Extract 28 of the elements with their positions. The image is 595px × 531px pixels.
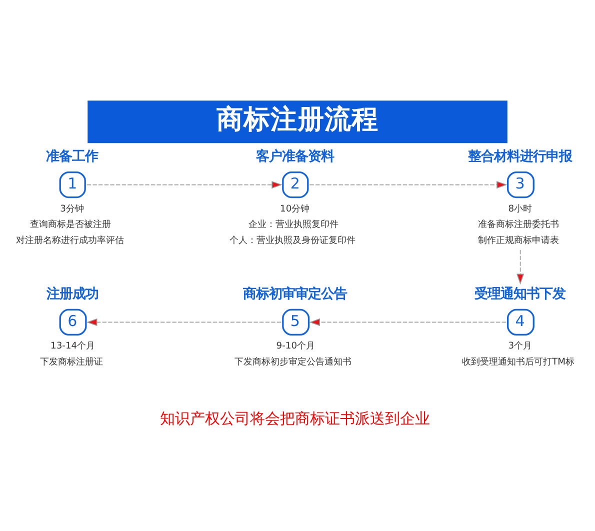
node-label: 受理通知书下发 xyxy=(474,286,566,302)
arrow xyxy=(86,180,283,188)
node-label: 商标初审审定公告 xyxy=(242,286,347,302)
node-label: 制作正规商标申请表 xyxy=(478,234,560,246)
node-label: 查询商标是否被注册 xyxy=(30,218,112,230)
node-label: 10分钟 xyxy=(280,202,310,214)
arrow xyxy=(86,318,282,326)
node-label: 客户准备资料 xyxy=(256,148,334,164)
node-label: 个人：营业执照及身份证复印件 xyxy=(230,234,356,246)
node-label: 8小时 xyxy=(508,202,532,214)
node-label: 准备工作 xyxy=(46,148,98,164)
node-label: 3分钟 xyxy=(60,202,84,214)
node-label: 注册成功 xyxy=(46,286,98,302)
node-label: 企业：营业执照复印件 xyxy=(248,218,338,230)
node-label: 整合材料进行申报 xyxy=(468,148,572,164)
arrow xyxy=(309,180,508,188)
node-label: 3个月 xyxy=(508,340,532,352)
node-label: 9-10个月 xyxy=(276,340,316,352)
node-label: 准备商标注册委托书 xyxy=(478,218,560,230)
node-label: 对注册名称进行成功率评估 xyxy=(16,234,124,246)
node-label: 收到受理通知书后可打TM标 xyxy=(462,356,575,368)
node-label: 13-14个月 xyxy=(50,340,96,352)
node-label: 下发商标注册证 xyxy=(40,356,104,368)
arrow xyxy=(516,249,524,284)
node-label: 下发商标初步审定公告通知书 xyxy=(234,356,352,368)
diagram-title: 商标注册流程 xyxy=(216,104,379,135)
caption: 知识产权公司将会把商标证书派送到企业 xyxy=(160,408,430,427)
arrow xyxy=(309,318,507,326)
